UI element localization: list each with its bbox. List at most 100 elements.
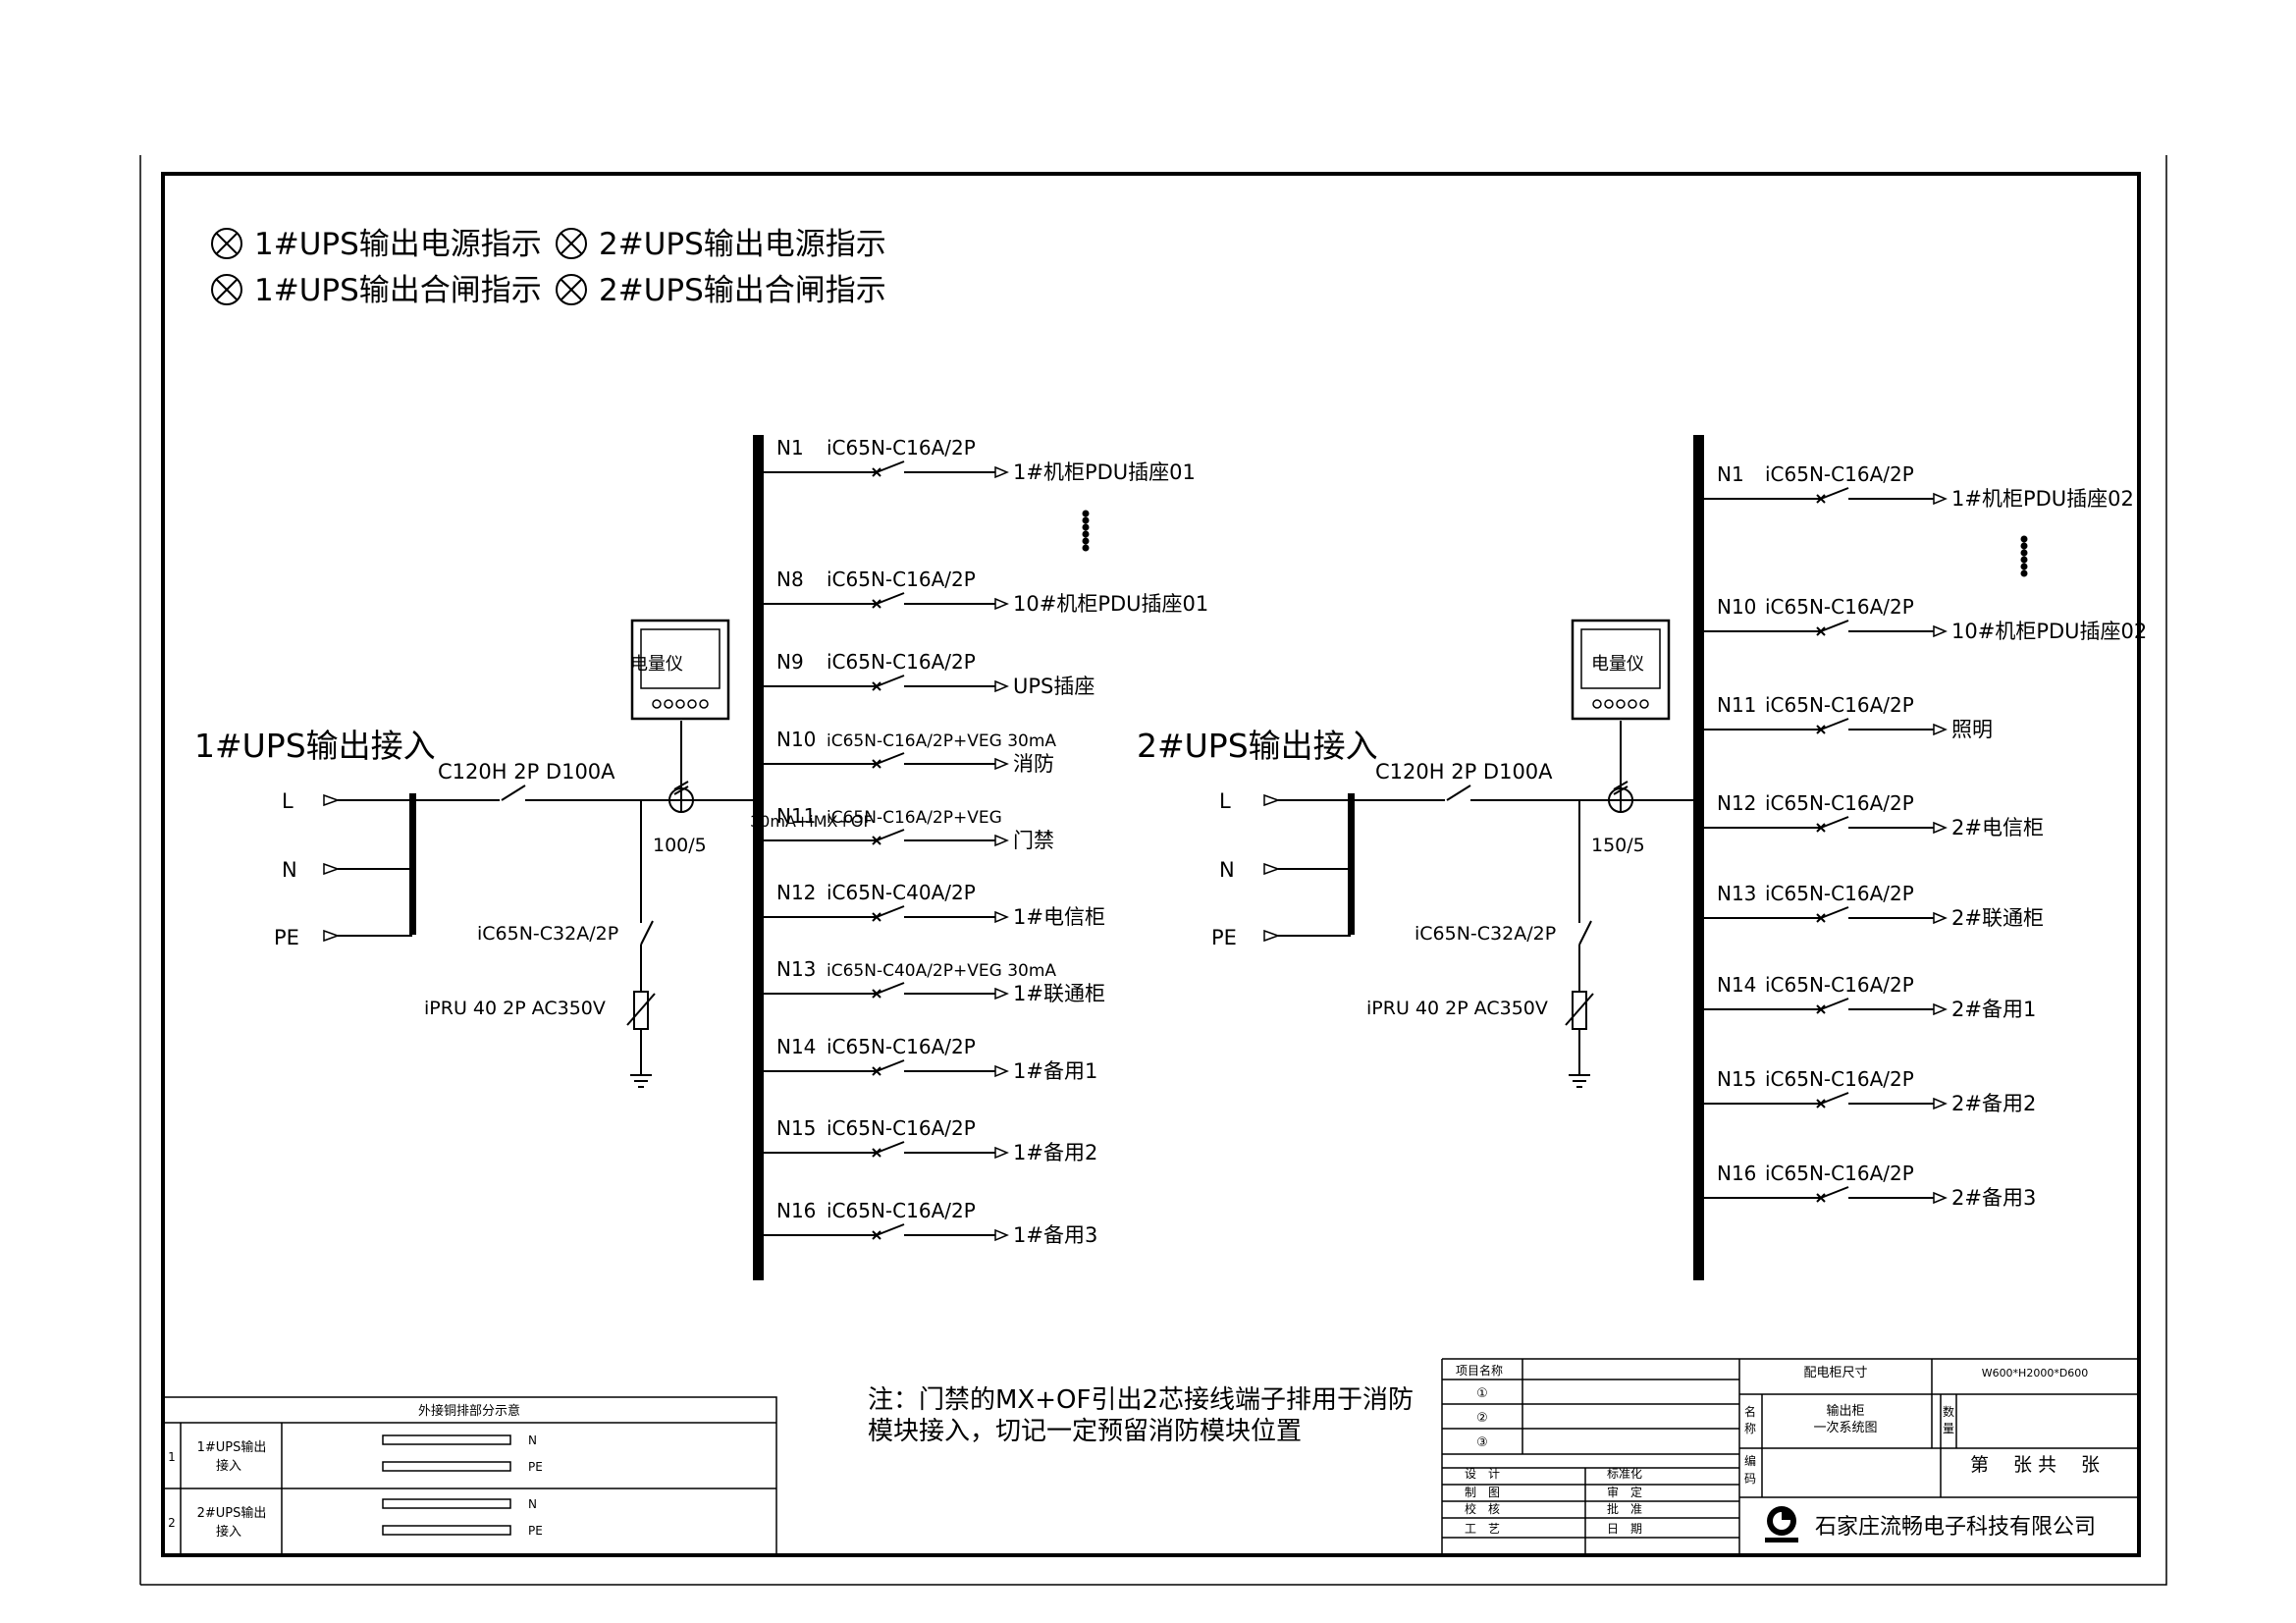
- main-breaker-blade: [1446, 784, 1471, 801]
- title-block: 项目名称 ① ② ③ 设 计 制 图 校 核 工 艺 标准化 审 定 批 准 日…: [1441, 1358, 2139, 1555]
- outgoing-arrow-icon: [1933, 911, 1948, 925]
- circuit-breaker-label: iC65N-C40A/2P+VEG 30mA: [827, 961, 1056, 981]
- ct-slash: [1613, 785, 1629, 795]
- outgoing-arrow-icon: [994, 465, 1009, 479]
- busbar-pe-bar: [382, 1461, 511, 1472]
- role-design: 设 计: [1465, 1467, 1500, 1481]
- input-terminal-icon: [323, 862, 341, 876]
- busbar-row-1-n: N: [528, 1434, 537, 1447]
- circuit-breaker-label: iC65N-C16A/2P+VEG 30mA: [827, 731, 1056, 751]
- continuation-dot: [2020, 542, 2028, 550]
- meter-button-icon: [699, 699, 709, 709]
- busbar-row-2-name2: 接入: [216, 1524, 241, 1540]
- circuit-breaker-label: iC65N-C16A/2P: [827, 1199, 976, 1222]
- right-spd-breaker-label: iC65N-C32A/2P: [1415, 923, 1556, 945]
- input-busbar: [1348, 793, 1355, 935]
- company-name: 石家庄流畅电子科技有限公司: [1815, 1515, 2096, 1540]
- circuit-load-label: 消防: [1013, 752, 1054, 776]
- meter-button-icon: [1628, 699, 1637, 709]
- busbar-row-1-name: 1#UPS输出: [197, 1439, 267, 1455]
- meter-button-icon: [687, 699, 697, 709]
- meter-button-icon: [664, 699, 673, 709]
- branch-breaker-blade: [1820, 620, 1849, 632]
- outgoing-arrow-icon: [1933, 1097, 1948, 1110]
- name-label-1: 名: [1744, 1404, 1756, 1419]
- note-line-1: 注：门禁的MX+OF引出2芯接线端子排用于消防: [868, 1385, 1414, 1415]
- left-system: 1#UPS输出接入 L N PE C120H 2P D100A 电量仪 100/…: [194, 435, 1208, 1280]
- left-n11-breaker-line2: 30mA+iMX+OF: [750, 812, 873, 831]
- spd-breaker-blade: [640, 920, 654, 946]
- left-phase-n: N: [282, 858, 297, 882]
- left-phase-l: L: [282, 789, 294, 813]
- circuit-breaker-label: iC65N-C16A/2P: [827, 1116, 976, 1140]
- circuit-breaker-label: iC65N-C16A/2P: [1765, 595, 1914, 619]
- indicator-lamp-icon: [211, 228, 242, 259]
- circuit-load-label: 门禁: [1013, 829, 1054, 852]
- circuit-id: N1: [1717, 462, 1744, 486]
- busbar-row-2-name: 2#UPS输出: [197, 1505, 267, 1521]
- busbar-table: 外接铜排部分示意 1 1#UPS输出 接入 N PE 2 2#UPS输出 接入 …: [163, 1396, 777, 1555]
- continuation-dot: [1082, 544, 1090, 552]
- legend-item-1: 1#UPS输出电源指示: [254, 227, 542, 262]
- breaker-x: [872, 989, 881, 999]
- branch-breaker-blade: [1820, 718, 1849, 730]
- continuation-dot: [2020, 569, 2028, 577]
- breaker-x: [872, 1066, 881, 1076]
- circuit-id: N10: [776, 728, 816, 751]
- qty-label-1: 数: [1943, 1404, 1954, 1419]
- continuation-dot: [1082, 537, 1090, 545]
- continuation-dot: [2020, 563, 2028, 570]
- busbar-n-bar: [382, 1498, 511, 1509]
- outgoing-arrow-icon: [1933, 821, 1948, 835]
- outgoing-arrow-icon: [994, 757, 1009, 771]
- branch-breaker-blade: [1820, 816, 1849, 829]
- right-main-breaker-label: C120H 2P D100A: [1375, 760, 1553, 784]
- right-phase-l: L: [1219, 789, 1231, 813]
- role-date: 日 期: [1607, 1522, 1642, 1536]
- circuit-load-label: 照明: [1951, 718, 1993, 741]
- outgoing-arrow-icon: [994, 834, 1009, 847]
- outgoing-arrow-icon: [1933, 1002, 1948, 1016]
- breaker-x: [1816, 1099, 1826, 1109]
- circuit-breaker-label: iC65N-C16A/2P+VEG: [827, 808, 1002, 828]
- busbar-row-1-name2: 接入: [216, 1458, 241, 1474]
- indicator-lamp-icon: [211, 274, 242, 305]
- outgoing-arrow-icon: [994, 1228, 1009, 1242]
- outgoing-arrow-icon: [1933, 492, 1948, 506]
- branch-breaker-blade: [1820, 1092, 1849, 1105]
- meter-button-icon: [1592, 699, 1602, 709]
- circuit-breaker-label: iC65N-C16A/2P: [827, 1035, 976, 1058]
- left-input-title: 1#UPS输出接入: [194, 727, 436, 765]
- meter-button-icon: [1616, 699, 1626, 709]
- input-terminal-icon: [1263, 793, 1281, 807]
- circuit-id: N16: [1717, 1162, 1756, 1185]
- continuation-dot: [2020, 535, 2028, 543]
- busbar-row-1-pe: PE: [528, 1460, 543, 1474]
- input-terminal-icon: [1263, 862, 1281, 876]
- circuit-breaker-label: iC65N-C16A/2P: [1765, 973, 1914, 997]
- meter-screen: [1580, 628, 1661, 689]
- circuit-load-label: 1#机柜PDU插座01: [1013, 460, 1196, 484]
- meter-button-icon: [652, 699, 662, 709]
- branch-breaker-blade: [876, 460, 905, 473]
- role-standard: 标准化: [1607, 1467, 1642, 1481]
- right-spd-label: iPRU 40 2P AC350V: [1366, 998, 1548, 1019]
- input-terminal-icon: [323, 929, 341, 943]
- breaker-x: [1816, 823, 1826, 833]
- meter-button-icon: [675, 699, 685, 709]
- branch-breaker-blade: [876, 1141, 905, 1154]
- right-meter-label: 电量仪: [1591, 654, 1644, 675]
- busbar-n-bar: [382, 1434, 511, 1445]
- branch-breaker-blade: [876, 592, 905, 605]
- outgoing-arrow-icon: [994, 597, 1009, 611]
- continuation-dot: [2020, 549, 2028, 557]
- circuit-id: N12: [776, 881, 816, 904]
- breaker-x: [1816, 1004, 1826, 1014]
- outer-frame: [140, 155, 2167, 1586]
- circuit-breaker-label: iC65N-C16A/2P: [827, 568, 976, 591]
- continuation-dot: [1082, 523, 1090, 531]
- outgoing-arrow-icon: [1933, 1191, 1948, 1205]
- circuit-id: N10: [1717, 595, 1756, 619]
- name-value-2: 一次系统图: [1813, 1420, 1877, 1435]
